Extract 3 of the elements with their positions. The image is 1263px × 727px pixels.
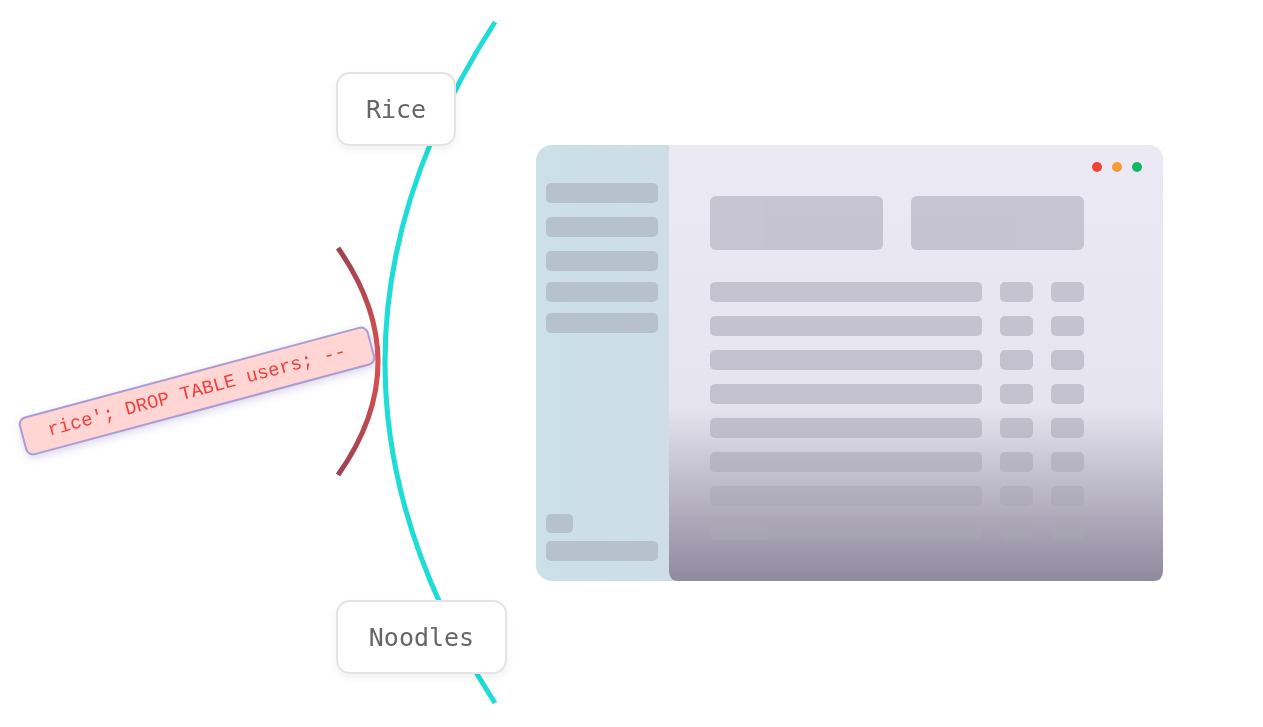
food-label-card: Rice [336,72,456,146]
sql-injection-tag: rice'; DROP TABLE users; -- [17,324,377,458]
food-label-card: Noodles [336,600,507,674]
